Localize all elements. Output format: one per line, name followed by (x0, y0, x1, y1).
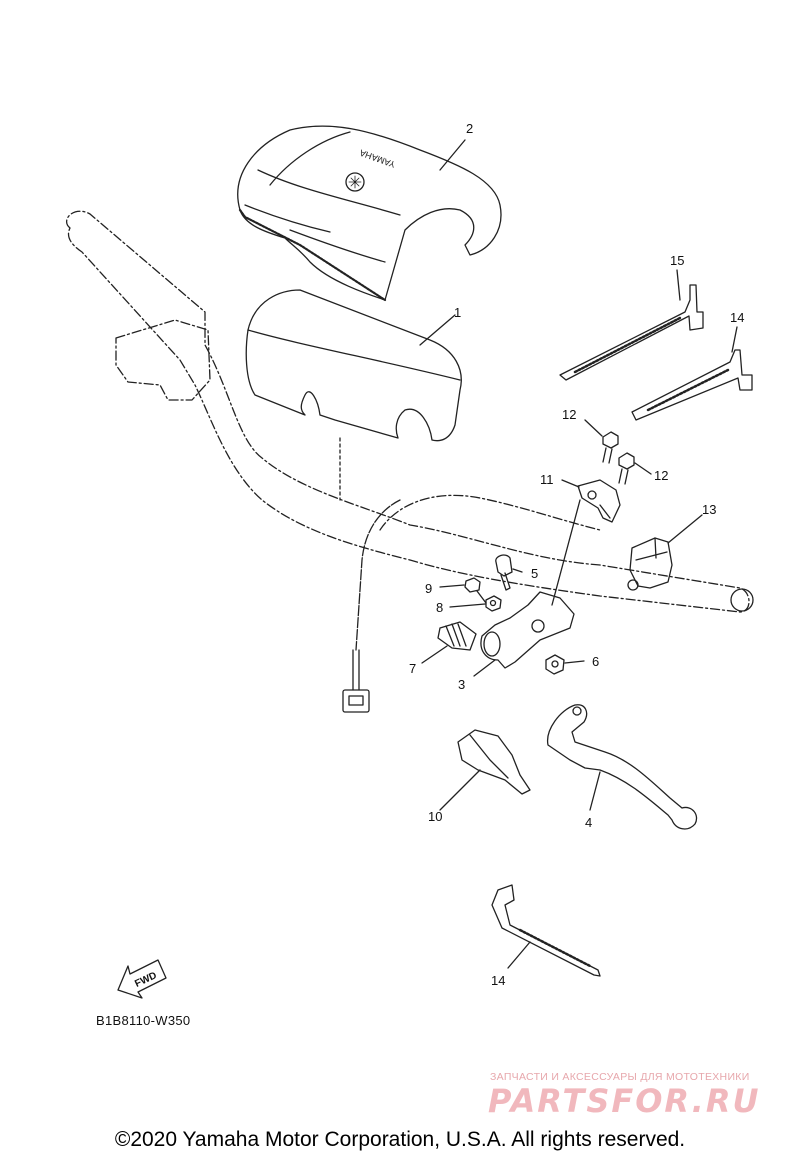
part-1-leader (419, 314, 456, 346)
switch-cable (339, 437, 401, 713)
part-label-2: 2 (466, 121, 473, 136)
watermark-tagline: ЗАПЧАСТИ И АКСЕССУАРЫ ДЛЯ МОТОТЕХНИКИ (490, 1071, 750, 1083)
part-14-lower-leader (507, 941, 531, 969)
part-label-10: 10 (428, 809, 442, 824)
cable-tie-part-14-upper (631, 349, 753, 421)
screw-part-12-upper (602, 431, 619, 464)
part-label-8: 8 (436, 600, 443, 615)
cable-tie-part-15 (559, 284, 704, 381)
part-12-upper-leader (584, 419, 603, 437)
part-6-leader (564, 660, 585, 664)
copyright-notice: ©2020 Yamaha Motor Corporation, U.S.A. A… (114, 1128, 686, 1151)
watermark-logo: PARTSFOR.RU (488, 1082, 761, 1120)
holder-part-11 (577, 479, 621, 523)
part-3-leader (473, 659, 496, 677)
diagram-code: B1B8110-W350 (96, 1013, 191, 1028)
part-8-leader (449, 603, 486, 608)
pad-part-1 (245, 289, 462, 442)
part-4-leader (589, 771, 601, 811)
fwd-marker: FWD (133, 970, 158, 990)
part-label-15: 15 (670, 253, 684, 268)
part-14-upper-leader (731, 326, 738, 353)
part-11-leader (561, 479, 580, 488)
part-label-11: 11 (540, 472, 554, 487)
part-9-leader (439, 584, 465, 588)
screw-part-9 (464, 577, 487, 604)
part-label-14-upper: 14 (730, 310, 744, 325)
lever-holder-part-3 (480, 591, 575, 669)
part-5-leader (512, 568, 523, 573)
lever-cover-part-10 (457, 729, 531, 795)
part-label-3: 3 (458, 677, 465, 692)
lever-part-4 (547, 704, 698, 830)
part-label-5: 5 (531, 566, 538, 581)
part-label-4: 4 (585, 815, 592, 830)
nut-part-6 (545, 654, 565, 675)
part-label-12-upper: 12 (562, 407, 576, 422)
bolt-part-5 (495, 554, 513, 591)
part-label-9: 9 (425, 581, 432, 596)
switch-clamp-part-13 (627, 537, 673, 591)
part-15-leader (676, 269, 681, 301)
part-label-12-lower: 12 (654, 468, 668, 483)
adjuster-part-7 (437, 621, 477, 651)
cable-tie-part-14-lower (491, 884, 601, 977)
nut-part-8 (485, 595, 502, 612)
part-label-14-lower: 14 (491, 973, 505, 988)
part-label-6: 6 (592, 654, 599, 669)
part-label-1: 1 (454, 305, 461, 320)
part-7-leader (421, 645, 448, 664)
handlebar-outline (66, 210, 750, 613)
cover-brand-mark: YAMAHA (358, 148, 397, 170)
part-13-leader (667, 514, 703, 544)
holder-guide-line (551, 499, 581, 606)
part-label-7: 7 (409, 661, 416, 676)
pad-cover-part-2 (237, 125, 502, 302)
screw-part-12-lower (618, 452, 635, 485)
part-2-leader (439, 139, 466, 171)
bar-end-circle (730, 588, 754, 612)
fwd-arrow-icon (117, 959, 167, 999)
part-12-lower-leader (634, 462, 652, 475)
part-10-leader (439, 769, 481, 811)
part-label-13: 13 (702, 502, 716, 517)
